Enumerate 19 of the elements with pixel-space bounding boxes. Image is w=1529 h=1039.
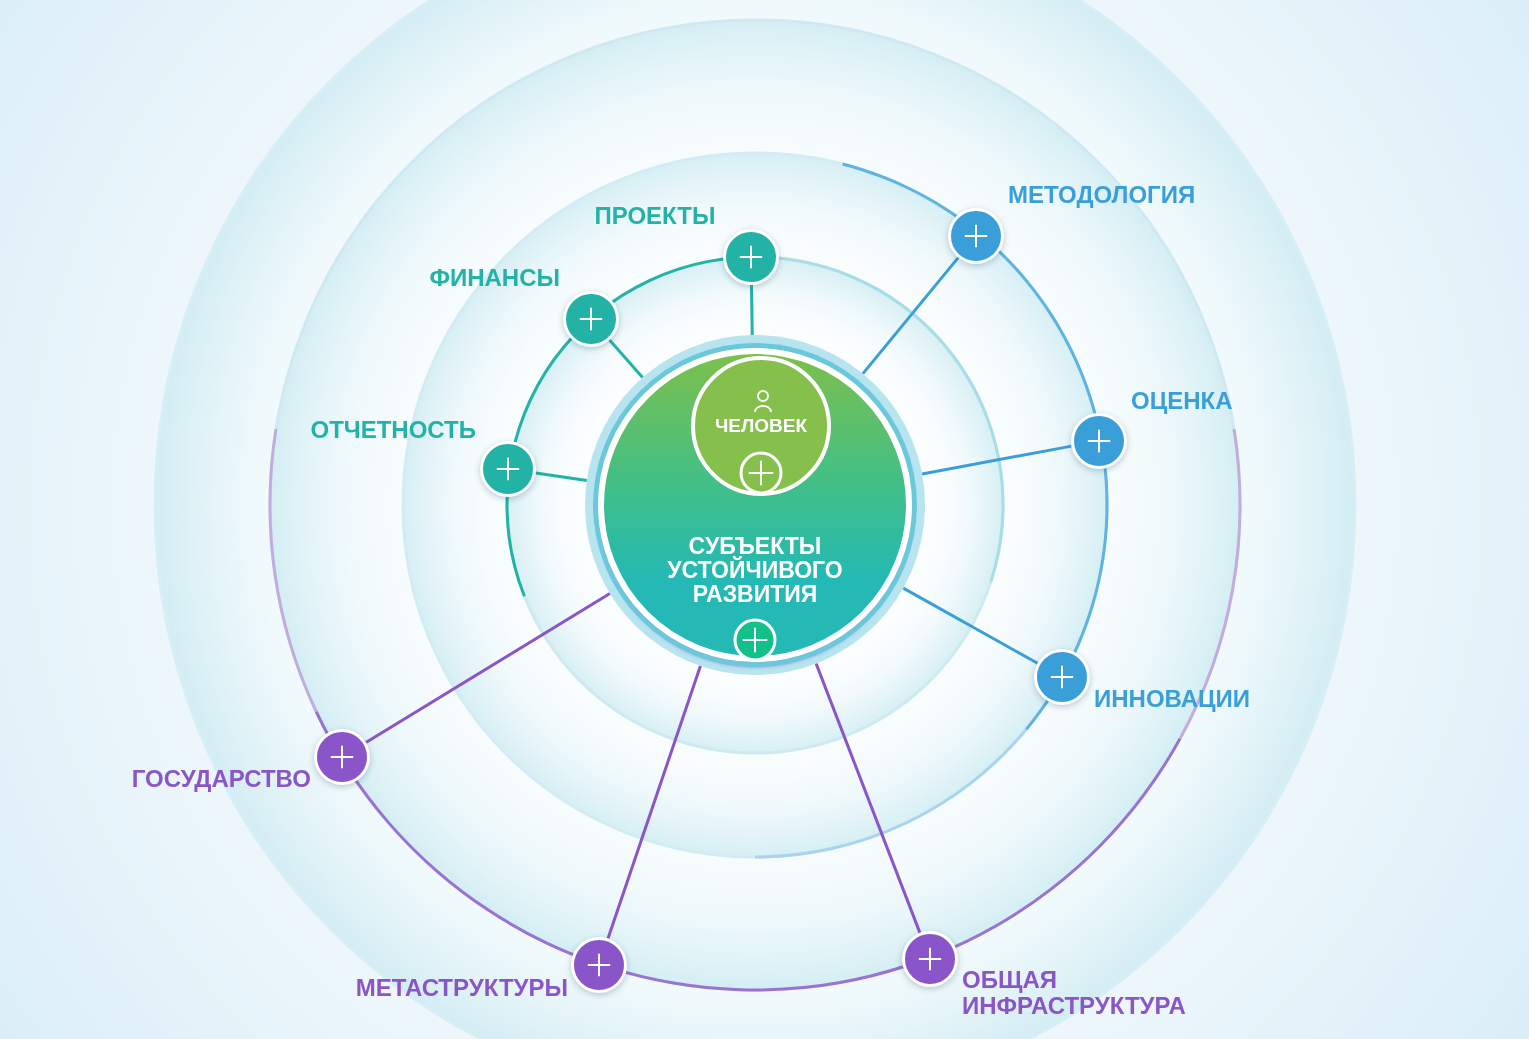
node-label: МЕТАСТРУКТУРЫ bbox=[355, 975, 568, 1001]
connector-line bbox=[921, 444, 1072, 476]
connector-line bbox=[861, 256, 960, 375]
connector-line bbox=[902, 586, 1039, 665]
node-label: ОБЩАЯ ИНФРАСТРУКТУРА bbox=[962, 967, 1187, 1019]
node-label: ОТЧЕТНОСТЬ bbox=[310, 417, 476, 443]
node-label: ИННОВАЦИИ bbox=[1094, 686, 1251, 712]
node-label: МЕТОДОЛОГИЯ bbox=[1008, 182, 1196, 208]
connector-line bbox=[606, 665, 702, 939]
connector-line bbox=[535, 471, 587, 482]
node-label: ОЦЕНКА bbox=[1131, 388, 1233, 414]
connector-line bbox=[814, 663, 922, 934]
connector-line bbox=[749, 284, 754, 336]
node-title: ЧЕЛОВЕК bbox=[713, 415, 809, 437]
node-label: ПРОЕКТЫ bbox=[594, 203, 716, 229]
node-label: ГОСУДАРСТВО bbox=[131, 766, 311, 792]
connector-line bbox=[365, 592, 611, 744]
center-title: СУБЪЕКТЫ УСТОЙЧИВОГО РАЗВИТИЯ bbox=[666, 534, 844, 606]
node-label: ФИНАНСЫ bbox=[429, 265, 560, 291]
